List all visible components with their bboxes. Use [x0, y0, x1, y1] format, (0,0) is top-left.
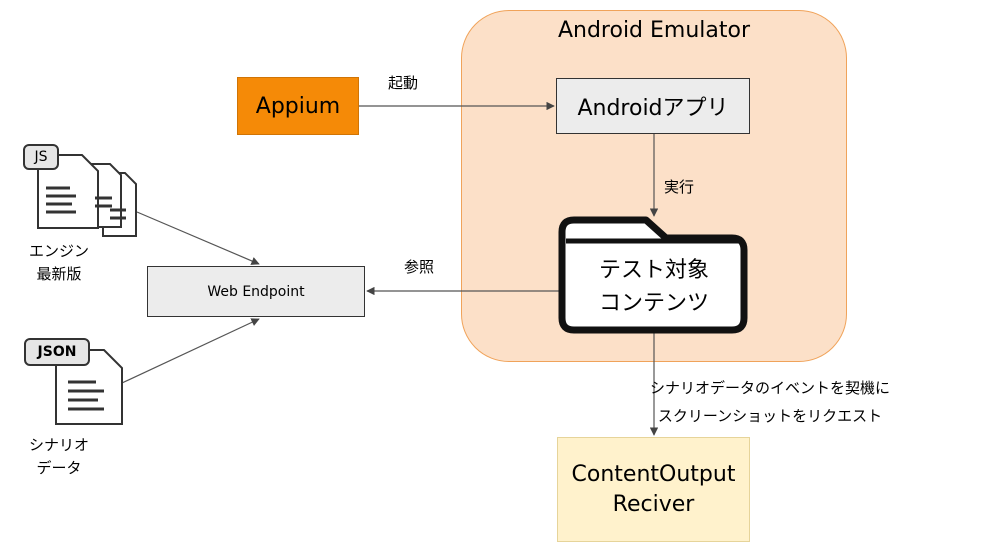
content-label-line2: コンテンツ	[598, 291, 709, 316]
web-endpoint-label: Web Endpoint	[207, 283, 305, 300]
request-label-line2: スクリーンショットをリクエスト	[657, 407, 883, 425]
receiver-label-line1: ContentOutput	[571, 461, 736, 487]
js-files-icon	[23, 144, 137, 237]
scenario-file-label: シナリオ データ	[28, 434, 90, 480]
engine-files-label: エンジン 最新版	[28, 240, 90, 286]
content-label-line1: テスト対象	[598, 258, 709, 283]
js-badge: JS	[34, 149, 48, 165]
receiver-label-line2: Reciver	[612, 491, 695, 517]
execute-label: 実行	[664, 178, 695, 196]
folder-icon	[558, 216, 748, 334]
web-endpoint-node: Web Endpoint	[147, 266, 365, 317]
content-node-label: テスト対象 コンテンツ	[568, 254, 740, 320]
engine-arrow	[136, 211, 260, 265]
request-label: シナリオデータのイベントを契機に スクリーンショットをリクエスト	[650, 374, 890, 430]
launch-label: 起動	[388, 74, 419, 92]
json-badge: JSON	[37, 344, 77, 360]
emulator-title: Android Emulator	[557, 18, 751, 43]
scenario-arrow	[121, 318, 260, 384]
scenario-label-line2: データ	[36, 459, 82, 477]
appium-label: Appium	[255, 93, 341, 119]
reference-label: 参照	[404, 258, 435, 276]
scenario-label-line1: シナリオ	[28, 436, 89, 454]
json-file-icon	[24, 338, 123, 425]
engine-label-line1: エンジン	[28, 242, 89, 260]
engine-label-line2: 最新版	[36, 265, 82, 283]
android-app-label: Androidアプリ	[577, 96, 729, 121]
content-output-receiver-node: ContentOutput Reciver	[557, 437, 750, 542]
appium-node: Appium	[237, 77, 359, 135]
android-app-node: Androidアプリ	[556, 78, 750, 134]
request-label-line1: シナリオデータのイベントを契機に	[650, 379, 891, 397]
